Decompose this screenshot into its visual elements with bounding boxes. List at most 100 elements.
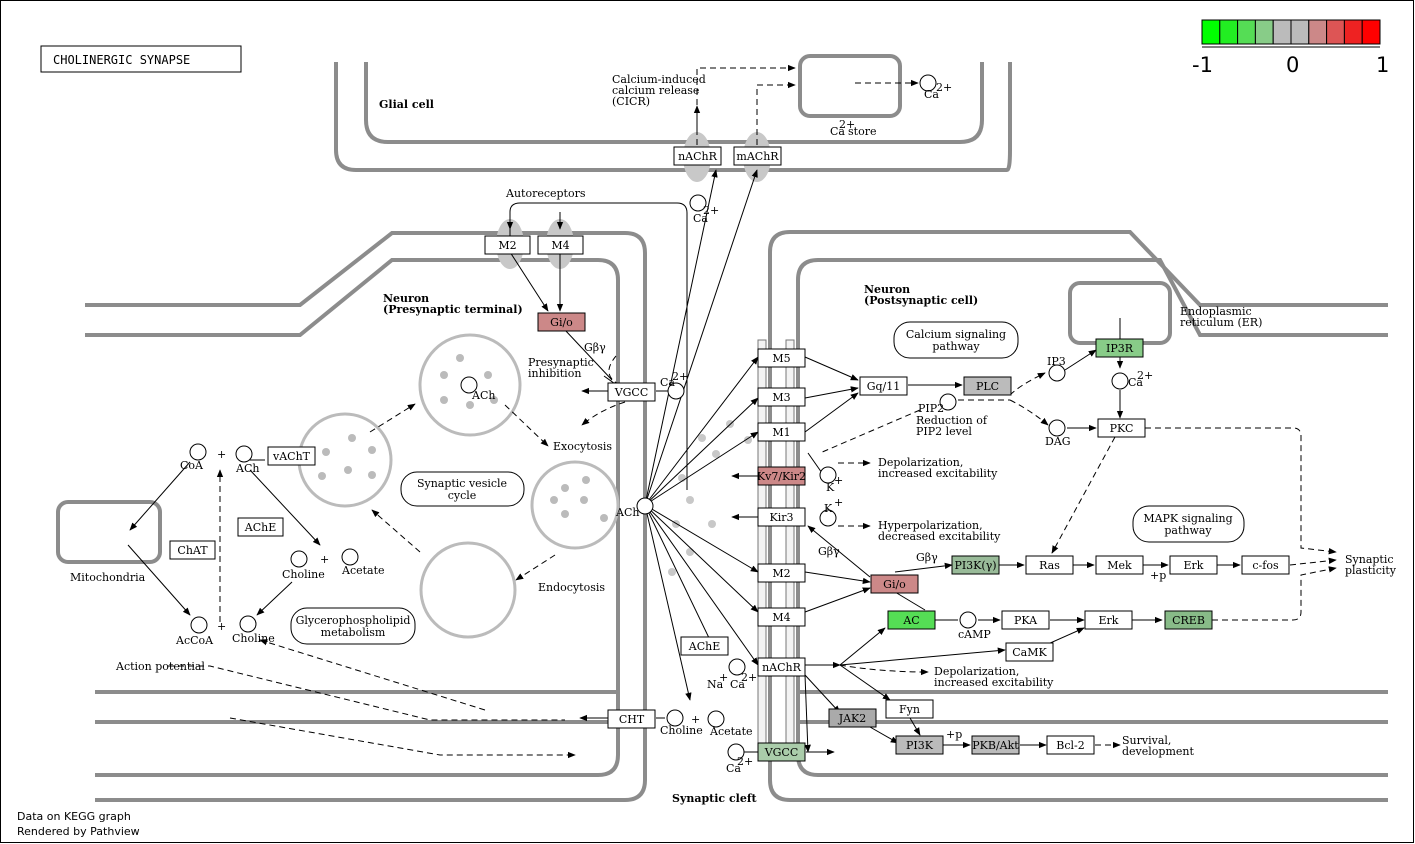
compound-ach[interactable] (235, 445, 253, 463)
gene-box[interactable] (733, 146, 782, 166)
compound-ca[interactable] (1111, 372, 1129, 390)
gene-box[interactable] (887, 610, 936, 630)
gene-node-creb[interactable]: CREB (1164, 610, 1213, 630)
gene-node-gio-post[interactable]: Gi/o (870, 574, 919, 594)
compound-ip3[interactable] (1048, 364, 1066, 382)
gene-node-gq11[interactable]: Gq/11 (859, 376, 908, 396)
gene-box[interactable] (885, 699, 934, 719)
gene-box[interactable] (237, 517, 284, 537)
compound-k[interactable] (819, 466, 837, 484)
compound-na-ca[interactable] (728, 658, 746, 676)
gene-node-m4-pre[interactable]: M4 (537, 235, 584, 255)
compound-acetate-cleft[interactable] (707, 710, 725, 728)
gene-box[interactable] (1025, 555, 1074, 575)
gene-box[interactable] (971, 735, 1020, 755)
gene-box[interactable] (607, 382, 656, 402)
gene-box[interactable] (169, 540, 216, 560)
gene-box[interactable] (1097, 418, 1146, 438)
gene-box[interactable] (267, 446, 316, 466)
gene-node-m2-pre[interactable]: M2 (484, 235, 531, 255)
gene-node-m5[interactable]: M5 (757, 348, 806, 368)
gene-node-kv7[interactable]: Kv7/Kir2 (757, 466, 806, 486)
compound-coa[interactable] (189, 443, 207, 461)
gene-node-m4-post[interactable]: M4 (757, 607, 806, 627)
gene-box[interactable] (757, 607, 806, 627)
pathway-node-casig[interactable] (893, 321, 1019, 359)
gene-box[interactable] (757, 387, 806, 407)
gene-box[interactable] (951, 555, 1000, 575)
gene-node-kir3[interactable]: Kir3 (757, 507, 806, 527)
gene-node-erk1[interactable]: Erk (1169, 555, 1218, 575)
compound-ca[interactable] (919, 74, 937, 92)
gene-node-cht[interactable]: CHT (607, 709, 656, 729)
compound-ach-cleft[interactable] (636, 497, 654, 515)
gene-node-vacht[interactable]: vAChT (267, 446, 316, 466)
gene-box[interactable] (1046, 735, 1095, 755)
gene-box[interactable] (673, 146, 722, 166)
gene-node-ache-pre[interactable]: AChE (237, 517, 284, 537)
gene-node-ac[interactable]: AC (887, 610, 936, 630)
gene-box[interactable] (607, 709, 656, 729)
gene-box[interactable] (757, 657, 806, 677)
compound-ca[interactable] (689, 194, 707, 212)
gene-node-cfos[interactable]: c-fos (1241, 555, 1290, 575)
gene-box[interactable] (484, 235, 531, 255)
compound-ach-vesicle[interactable] (460, 376, 478, 394)
gene-box[interactable] (1241, 555, 1290, 575)
gene-box[interactable] (895, 735, 944, 755)
pathway-node-svc[interactable] (400, 471, 525, 507)
gene-box[interactable] (680, 636, 729, 656)
gene-box[interactable] (1084, 610, 1133, 630)
gene-node-chat[interactable]: ChAT (169, 540, 216, 560)
gene-node-pkbakt[interactable]: PKB/Akt (971, 735, 1020, 755)
compound-pip2[interactable] (939, 393, 957, 411)
gene-node-m1[interactable]: M1 (757, 422, 806, 442)
compound-dag[interactable] (1048, 419, 1066, 437)
gene-box[interactable] (537, 312, 586, 332)
gene-box[interactable] (757, 742, 806, 762)
gene-box[interactable] (1001, 610, 1050, 630)
compound-ca[interactable] (727, 743, 745, 761)
compound-camp[interactable] (959, 611, 977, 629)
gene-box[interactable] (870, 574, 919, 594)
gene-node-pka[interactable]: PKA (1001, 610, 1050, 630)
gene-node-machr-glia[interactable]: mAChR (733, 146, 782, 166)
gene-node-m2-post[interactable]: M2 (757, 563, 806, 583)
gene-node-mek[interactable]: Mek (1095, 555, 1144, 575)
gene-node-nachr-post[interactable]: nAChR (757, 657, 806, 677)
gene-box[interactable] (1005, 642, 1054, 662)
gene-node-erk2[interactable]: Erk (1084, 610, 1133, 630)
compound-k[interactable] (819, 509, 837, 527)
pathway-node-glyc[interactable] (290, 607, 416, 645)
gene-node-pi3k-g[interactable]: PI3K(γ) (951, 555, 1000, 575)
compound-choline[interactable] (290, 550, 308, 568)
gene-box[interactable] (757, 563, 806, 583)
gene-box[interactable] (757, 466, 806, 486)
gene-box[interactable] (1095, 555, 1144, 575)
compound-ca[interactable] (667, 382, 685, 400)
gene-box[interactable] (537, 235, 584, 255)
gene-box[interactable] (963, 376, 1012, 396)
gene-box[interactable] (757, 348, 806, 368)
gene-box[interactable] (859, 376, 908, 396)
gene-node-vgcc-post[interactable]: VGCC (757, 742, 806, 762)
gene-node-bcl2[interactable]: Bcl-2 (1046, 735, 1095, 755)
gene-box[interactable] (757, 422, 806, 442)
compound-choline-cleft[interactable] (666, 709, 684, 727)
gene-box[interactable] (1164, 610, 1213, 630)
gene-node-fyn[interactable]: Fyn (885, 699, 934, 719)
gene-box[interactable] (757, 507, 806, 527)
compound-acetate[interactable] (341, 548, 359, 566)
gene-node-nachr-glia[interactable]: nAChR (673, 146, 722, 166)
gene-node-pkc[interactable]: PKC (1097, 418, 1146, 438)
gene-node-ip3r[interactable]: IP3R (1095, 338, 1144, 358)
gene-node-vgcc-pre[interactable]: VGCC (607, 382, 656, 402)
gene-node-camk[interactable]: CaMK (1005, 642, 1054, 662)
gene-box[interactable] (1169, 555, 1218, 575)
gene-box[interactable] (1095, 338, 1144, 358)
gene-box[interactable] (828, 708, 877, 728)
compound-choline[interactable] (239, 615, 257, 633)
gene-node-m3[interactable]: M3 (757, 387, 806, 407)
gene-node-jak2[interactable]: JAK2 (828, 708, 877, 728)
gene-node-ache-cleft[interactable]: AChE (680, 636, 729, 656)
